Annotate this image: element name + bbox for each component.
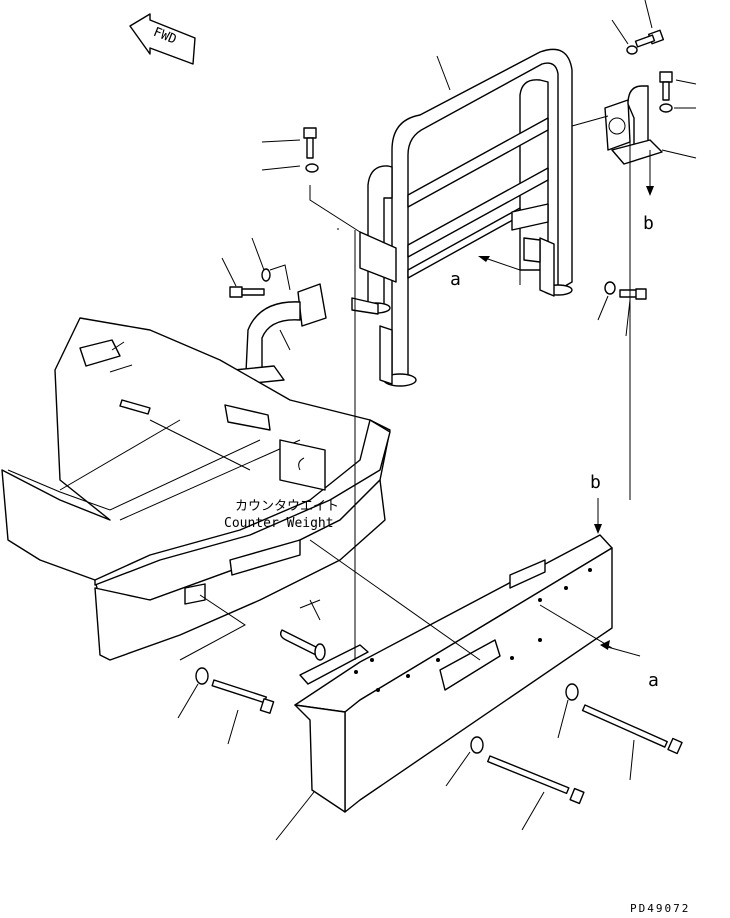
counterweight-label-en: Counter Weight (224, 516, 334, 531)
counterweight-block (294, 534, 613, 813)
counterweight-holes (354, 568, 592, 692)
label-b-upper: b (643, 213, 654, 234)
machine-frame (1, 317, 391, 661)
label-a-upper: a (450, 269, 461, 290)
label-b-lower: b (590, 472, 601, 493)
left-elbow-bracket (233, 283, 327, 385)
reference-arrows (478, 150, 654, 657)
bolts-upper (229, 29, 673, 300)
leader-lines (109, 0, 697, 841)
bolts-lower (195, 667, 683, 805)
right-elbow-bracket (604, 85, 663, 165)
handrail-assembly (351, 48, 573, 387)
fwd-arrow-icon: FWD (129, 13, 196, 65)
label-a-lower: a (648, 670, 659, 691)
spacer-pin (279, 629, 326, 661)
counterweight-label-jp: カウンタウエイト (235, 499, 339, 514)
drawing-number: PD49072 (630, 902, 690, 915)
